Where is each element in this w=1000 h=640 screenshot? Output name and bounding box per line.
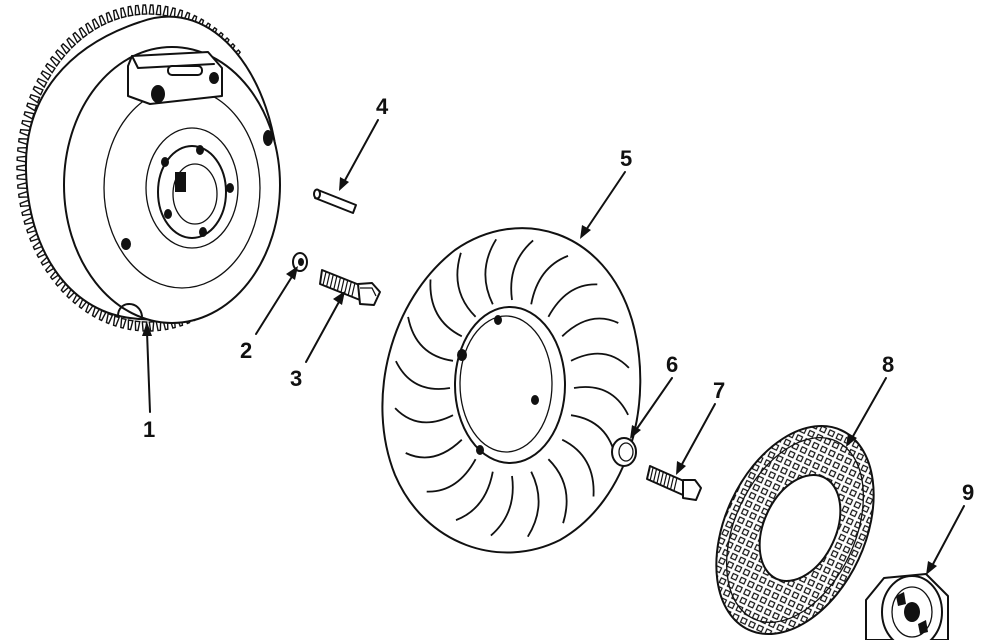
arrowhead-5 [580,225,591,239]
callout-6: 6 [666,352,678,377]
hex-bolt-icon [319,269,381,306]
leader-line-8 [851,377,887,439]
hex-bolt-icon [646,465,702,501]
arrowhead-8 [846,433,857,447]
callout-3: 3 [290,366,302,391]
leader-line-7 [680,403,716,467]
leader-line-1 [146,331,151,413]
cooling-fan-icon [381,227,642,554]
leader-line-2 [255,274,294,335]
arrowhead-2 [286,266,298,280]
arrowhead-9 [926,561,937,575]
leader-line-5 [585,171,626,231]
callout-1: 1 [143,417,155,442]
leader-line-4 [343,119,379,183]
callout-4: 4 [376,94,389,119]
leader-line-3 [305,299,341,363]
leader-lines [142,119,965,575]
callout-9: 9 [962,480,974,505]
starter-cup-icon [865,573,949,640]
washer-icon [611,437,637,467]
leader-line-9 [931,505,965,567]
callout-5: 5 [620,146,632,171]
arrowhead-6 [630,425,641,439]
rotating-screen-icon [715,425,875,635]
key-pin-icon [313,188,357,214]
callout-7: 7 [713,378,725,403]
arrowhead-7 [676,461,686,475]
callout-8: 8 [882,352,894,377]
arrowhead-1 [142,322,152,336]
leader-line-6 [635,377,673,431]
washer-icon [292,252,308,272]
flywheel-ring-gear-icon [16,4,281,332]
arrowhead-3 [333,291,345,305]
arrowhead-4 [339,177,349,191]
callout-2: 2 [240,338,252,363]
callout-labels: 1 2 3 4 5 6 7 8 9 [143,94,974,505]
